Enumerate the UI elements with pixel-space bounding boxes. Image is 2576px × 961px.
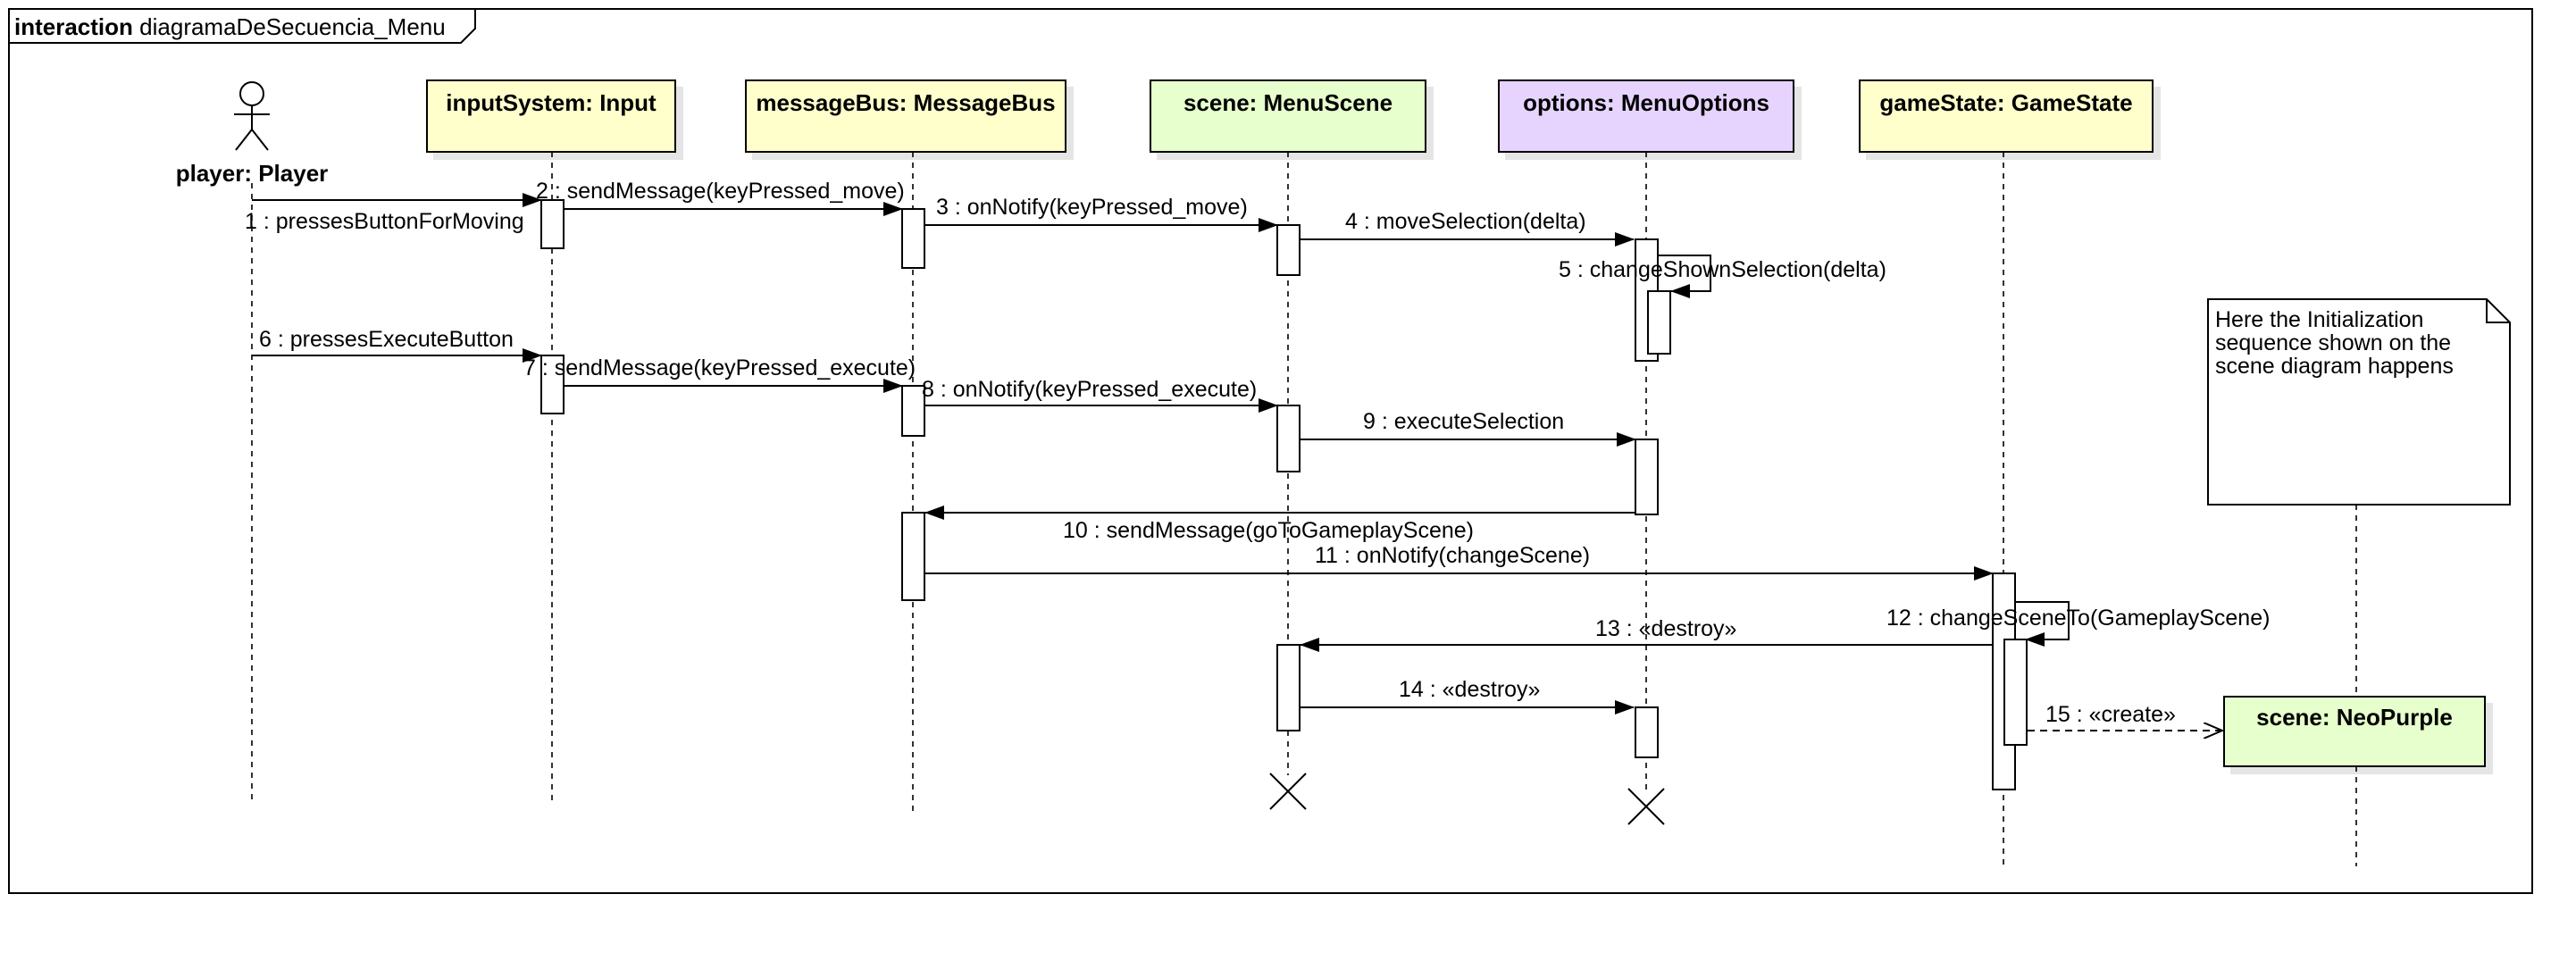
activation-input-1: [540, 199, 565, 249]
activation-bus-3: [901, 512, 925, 601]
msg-label-5: 5 : changeShownSelection(delta): [1559, 257, 1886, 282]
lifeline-headers: [426, 79, 2486, 767]
msg-label-13: 13 : «destroy»: [1595, 616, 1736, 641]
lifeline-label-neopurple: scene: NeoPurple: [2256, 704, 2453, 731]
msg-label-7: 7 : sendMessage(keyPressed_execute): [523, 355, 916, 380]
activation-options-nested: [1647, 290, 1671, 355]
message-labels: 1 : pressesButtonForMoving 2 : sendMessa…: [245, 179, 2270, 727]
activation-options-2: [1635, 439, 1659, 515]
lifeline-label-game: gameState: GameState: [1879, 89, 2132, 116]
msg-label-10: 10 : sendMessage(goToGameplayScene): [1063, 518, 1474, 543]
msg-label-9: 9 : executeSelection: [1363, 409, 1564, 434]
lifeline-label-bus: messageBus: MessageBus: [756, 89, 1055, 116]
destroy-mark-options: [1627, 788, 1665, 825]
lifeline-label-input: inputSystem: Input: [446, 89, 657, 116]
message-arrows: [252, 193, 2222, 731]
activation-input-2: [540, 355, 565, 414]
interaction-frame: interaction diagramaDeSecuencia_Menu: [8, 8, 2533, 894]
msg-label-12: 12 : changeSceneTo(GameplayScene): [1886, 606, 2270, 631]
header-box-game: [1859, 79, 2154, 153]
msg-label-4: 4 : moveSelection(delta): [1345, 209, 1586, 234]
frame-title: interaction diagramaDeSecuencia_Menu: [14, 13, 446, 40]
note-line-2: sequence shown on the: [2215, 330, 2451, 355]
msg-label-11: 11 : onNotify(changeScene): [1315, 543, 1590, 568]
msg-label-6: 6 : pressesExecuteButton: [259, 327, 514, 352]
msg-label-14: 14 : «destroy»: [1399, 677, 1540, 702]
note-line-1: Here the Initialization: [2215, 307, 2423, 332]
msg-label-8: 8 : onNotify(keyPressed_execute): [922, 377, 1257, 402]
header-box-neopurple: [2223, 696, 2486, 767]
activation-scene-1: [1276, 224, 1301, 276]
msg-label-1: 1 : pressesButtonForMoving: [245, 209, 524, 234]
header-box-bus: [745, 79, 1066, 153]
header-box-input: [426, 79, 676, 153]
lifeline-label-options: options: MenuOptions: [1523, 89, 1769, 116]
destroy-mark-scene: [1269, 773, 1307, 810]
activation-scene-2: [1276, 405, 1301, 472]
activation-bus-1: [901, 208, 925, 269]
activation-game-nested: [2003, 639, 2028, 746]
note-line-3: scene diagram happens: [2215, 354, 2454, 379]
header-box-options: [1498, 79, 1794, 153]
actor-player: [234, 81, 270, 151]
msg-label-15: 15 : «create»: [2045, 702, 2176, 727]
arrow-msg-12: [2015, 601, 2070, 647]
actor-label: player: Player: [176, 160, 329, 187]
destroy-marks: [1269, 773, 1665, 825]
activation-bars: [540, 199, 2028, 790]
arrow-msg-5: [1659, 255, 1711, 298]
actor-head-icon: [239, 81, 264, 106]
lifeline-label-scene: scene: MenuScene: [1183, 89, 1393, 116]
note: Here the Initialization sequence shown o…: [2207, 298, 2511, 506]
activation-bus-2: [901, 385, 925, 437]
activation-options-3: [1635, 706, 1659, 758]
lifeline-lines: [251, 152, 2357, 866]
activation-scene-3: [1276, 644, 1301, 731]
msg-label-3: 3 : onNotify(keyPressed_move): [936, 195, 1248, 220]
msg-label-2: 2 : sendMessage(keyPressed_move): [536, 179, 905, 204]
header-box-scene: [1150, 79, 1426, 153]
